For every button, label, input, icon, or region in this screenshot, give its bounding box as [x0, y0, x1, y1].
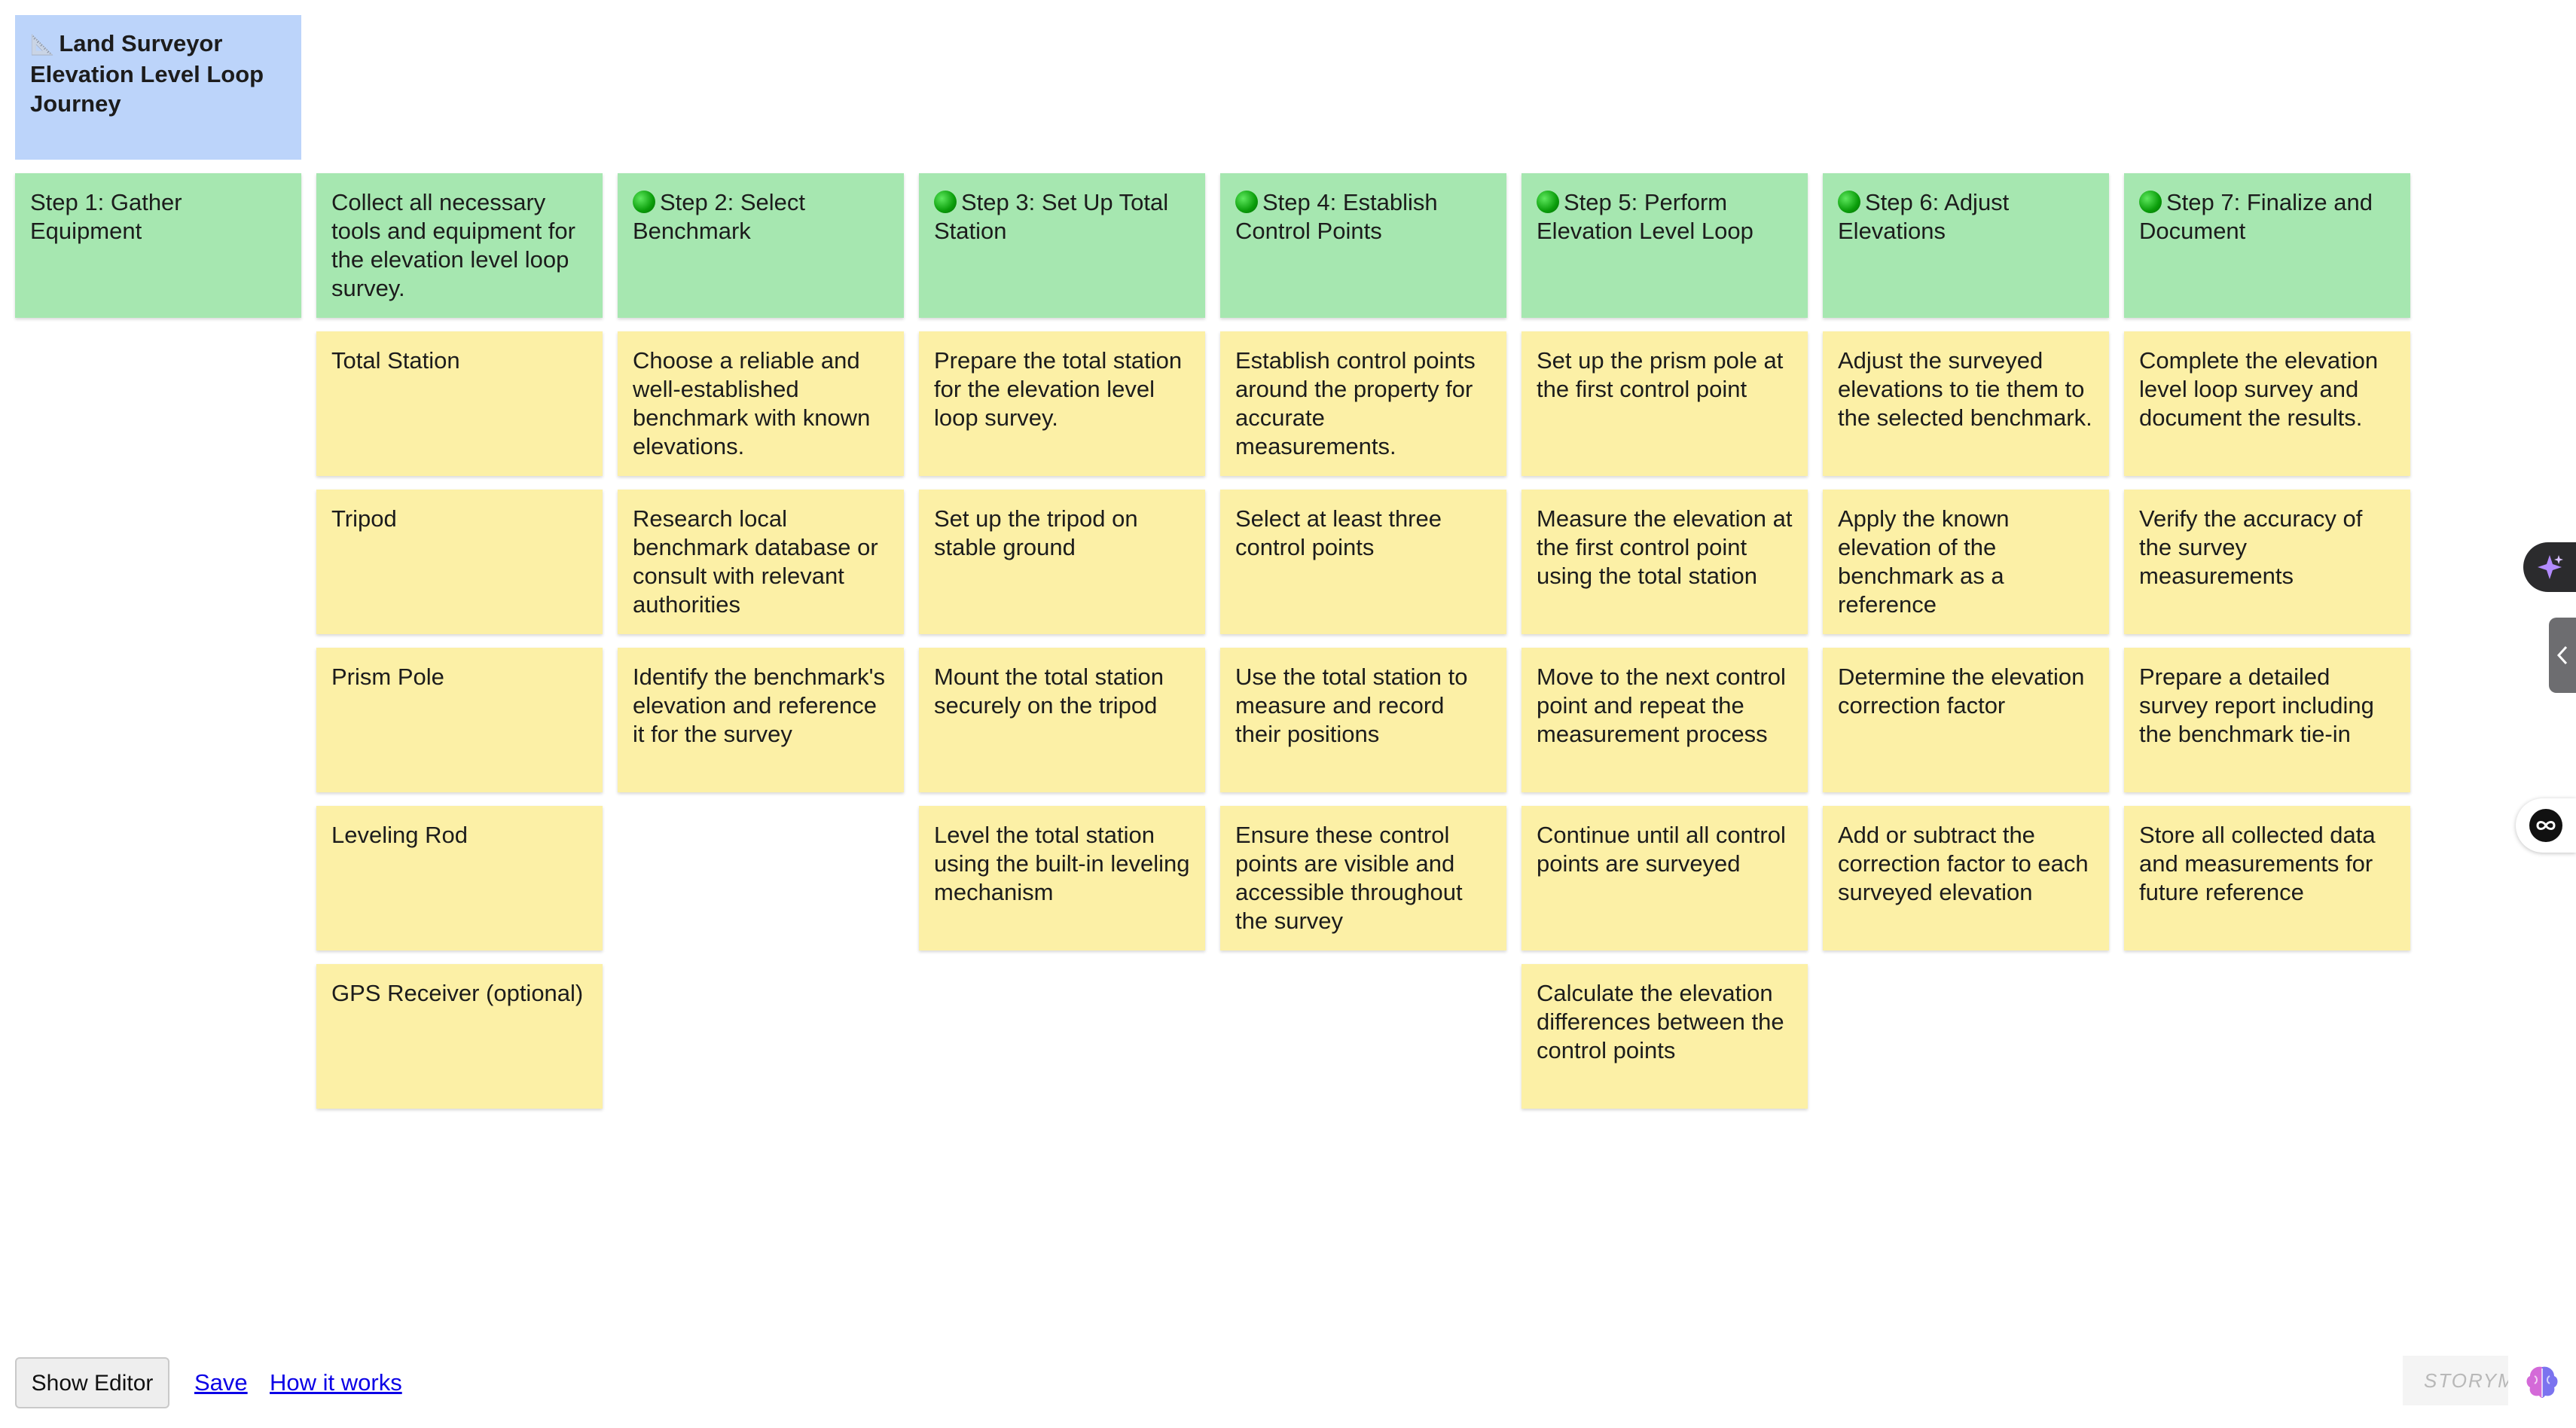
task-card[interactable]: Tripod [316, 490, 603, 634]
task-text: Verify the accuracy of the survey measur… [2139, 505, 2363, 589]
save-link[interactable]: Save [194, 1369, 248, 1396]
green-circle-icon [1537, 191, 1559, 213]
task-text: Calculate the elevation differences betw… [1537, 980, 1784, 1063]
task-card[interactable]: Verify the accuracy of the survey measur… [2124, 490, 2410, 634]
task-text: Continue until all control points are su… [1537, 822, 1786, 877]
step-card-2[interactable]: Step 2: Select Benchmark [618, 173, 904, 318]
task-card[interactable]: GPS Receiver (optional) [316, 964, 603, 1109]
collapse-panel-tab[interactable] [2549, 618, 2576, 693]
task-card[interactable]: Apply the known elevation of the benchma… [1823, 490, 2109, 634]
task-text: Complete the elevation level loop survey… [2139, 347, 2379, 431]
task-text: Measure the elevation at the first contr… [1537, 505, 1793, 589]
task-card[interactable]: Set up the prism pole at the first contr… [1521, 331, 1808, 476]
green-circle-icon [633, 191, 655, 213]
step-title: Step 1: Gather Equipment [30, 189, 182, 244]
task-card[interactable]: Ensure these control points are visible … [1220, 806, 1506, 950]
task-text: Research local benchmark database or con… [633, 505, 878, 618]
task-card[interactable]: Level the total station using the built-… [919, 806, 1205, 950]
task-text: Select at least three control points [1235, 505, 1442, 560]
task-text: Tripod [331, 505, 397, 532]
step-description: Collect all necessary tools and equipmen… [331, 189, 575, 301]
sparkle-icon [2538, 555, 2563, 579]
task-card[interactable]: Prism Pole [316, 648, 603, 792]
step-title: Step 2: Select Benchmark [633, 189, 806, 244]
green-circle-icon [2139, 191, 2162, 213]
task-text: Level the total station using the built-… [934, 822, 1190, 905]
show-editor-button[interactable]: Show Editor [15, 1357, 169, 1408]
task-card[interactable]: Move to the next control point and repea… [1521, 648, 1808, 792]
task-text: Mount the total station securely on the … [934, 664, 1164, 719]
assistant-bubble-button[interactable] [2516, 798, 2576, 853]
task-text: Use the total station to measure and rec… [1235, 664, 1468, 747]
step-title: Step 7: Finalize and Document [2139, 189, 2373, 244]
task-card[interactable]: Leveling Rod [316, 806, 603, 950]
storymap-watermark: STORYM [2403, 1356, 2508, 1405]
task-card[interactable]: Establish control points around the prop… [1220, 331, 1506, 476]
task-text: Leveling Rod [331, 822, 468, 848]
task-card[interactable]: Prepare a detailed survey report includi… [2124, 648, 2410, 792]
task-card[interactable]: Prepare the total station for the elevat… [919, 331, 1205, 476]
task-text: Prepare a detailed survey report includi… [2139, 664, 2374, 747]
task-text: Adjust the surveyed elevations to tie th… [1838, 347, 2092, 431]
task-card[interactable]: Choose a reliable and well-established b… [618, 331, 904, 476]
step-card-3[interactable]: Step 3: Set Up Total Station [919, 173, 1205, 318]
task-text: Apply the known elevation of the benchma… [1838, 505, 2010, 618]
step-description-card[interactable]: Collect all necessary tools and equipmen… [316, 173, 603, 318]
task-card[interactable]: Complete the elevation level loop survey… [2124, 331, 2410, 476]
task-card[interactable]: Select at least three control points [1220, 490, 1506, 634]
task-text: GPS Receiver (optional) [331, 980, 584, 1006]
task-text: Identify the benchmark's elevation and r… [633, 664, 886, 747]
how-it-works-link[interactable]: How it works [270, 1369, 402, 1396]
step-title: Step 6: Adjust Elevations [1838, 189, 2010, 244]
task-card[interactable]: Add or subtract the correction factor to… [1823, 806, 2109, 950]
step-card-7[interactable]: Step 7: Finalize and Document [2124, 173, 2410, 318]
task-text: Move to the next control point and repea… [1537, 664, 1786, 747]
task-text: Prism Pole [331, 664, 444, 690]
task-card[interactable]: Set up the tripod on stable ground [919, 490, 1205, 634]
board-title-card[interactable]: 📐Land Surveyor Elevation Level Loop Jour… [15, 15, 301, 160]
task-card[interactable]: Use the total station to measure and rec… [1220, 648, 1506, 792]
task-card[interactable]: Calculate the elevation differences betw… [1521, 964, 1808, 1109]
green-circle-icon [1235, 191, 1258, 213]
task-card[interactable]: Identify the benchmark's elevation and r… [618, 648, 904, 792]
step-card-6[interactable]: Step 6: Adjust Elevations [1823, 173, 2109, 318]
task-text: Set up the prism pole at the first contr… [1537, 347, 1784, 402]
step-title: Step 3: Set Up Total Station [934, 189, 1169, 244]
task-card[interactable]: Measure the elevation at the first contr… [1521, 490, 1808, 634]
task-text: Store all collected data and measurement… [2139, 822, 2376, 905]
task-text: Establish control points around the prop… [1235, 347, 1476, 459]
task-text: Add or subtract the correction factor to… [1838, 822, 2089, 905]
board-title: Land Surveyor Elevation Level Loop Journ… [30, 30, 264, 117]
brain-icon[interactable] [2516, 1356, 2568, 1408]
task-text: Total Station [331, 347, 460, 374]
triangular-ruler-icon: 📐 [30, 33, 55, 56]
chevron-left-icon [2556, 645, 2568, 665]
task-card[interactable]: Adjust the surveyed elevations to tie th… [1823, 331, 2109, 476]
task-text: Choose a reliable and well-established b… [633, 347, 871, 459]
task-card[interactable]: Determine the elevation correction facto… [1823, 648, 2109, 792]
task-text: Ensure these control points are visible … [1235, 822, 1463, 934]
infinity-icon [2529, 809, 2562, 842]
step-title: Step 4: Establish Control Points [1235, 189, 1438, 244]
task-text: Determine the elevation correction facto… [1838, 664, 2085, 719]
green-circle-icon [1838, 191, 1860, 213]
task-text: Prepare the total station for the elevat… [934, 347, 1183, 431]
step-card-1[interactable]: Step 1: Gather Equipment [15, 173, 301, 318]
step-card-5[interactable]: Step 5: Perform Elevation Level Loop [1521, 173, 1808, 318]
task-card[interactable]: Store all collected data and measurement… [2124, 806, 2410, 950]
task-card[interactable]: Continue until all control points are su… [1521, 806, 1808, 950]
task-card[interactable]: Mount the total station securely on the … [919, 648, 1205, 792]
ai-assistant-button[interactable] [2523, 542, 2576, 592]
task-card[interactable]: Total Station [316, 331, 603, 476]
green-circle-icon [934, 191, 957, 213]
step-card-4[interactable]: Step 4: Establish Control Points [1220, 173, 1506, 318]
task-text: Set up the tripod on stable ground [934, 505, 1138, 560]
task-card[interactable]: Research local benchmark database or con… [618, 490, 904, 634]
step-title: Step 5: Perform Elevation Level Loop [1537, 189, 1753, 244]
